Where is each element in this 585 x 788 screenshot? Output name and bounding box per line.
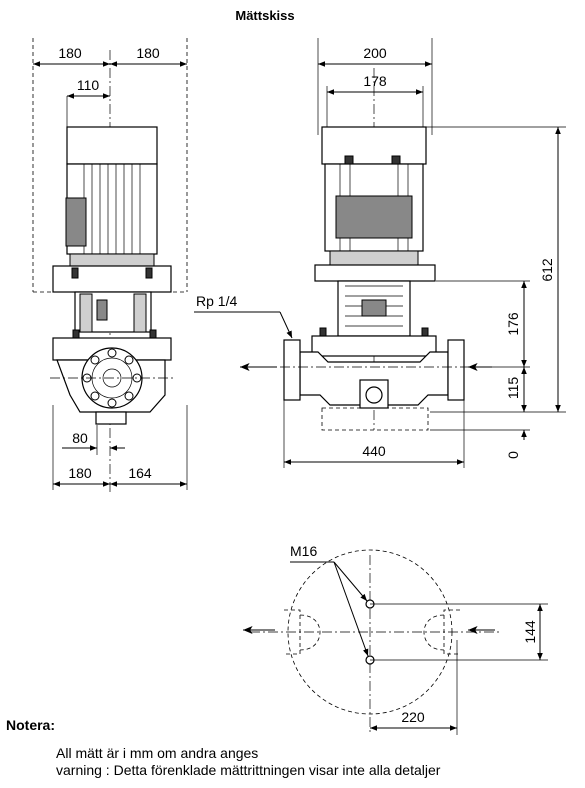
side-terminal-box: [335, 195, 413, 239]
dim-base: 0: [505, 451, 521, 459]
dim-front-top-right: 180: [136, 45, 160, 61]
side-motor-flange: [314, 264, 436, 282]
dim-side-width-inner: 178: [363, 73, 387, 89]
side-view: 200 178: [194, 38, 566, 468]
side-pump-head: [311, 335, 437, 357]
base-view: M16 144 220: [243, 543, 548, 735]
notes-line-2: varning : Detta förenklade mättrittninge…: [56, 762, 441, 778]
dim-front-bottom-right: 164: [128, 465, 152, 481]
dim-front-bottom-left: 180: [68, 465, 92, 481]
side-motor-cap: [321, 126, 427, 165]
dim-bolt-spacing: 144: [522, 620, 538, 644]
drawing-title: Mättskiss: [235, 8, 294, 23]
port-label: Rp 1/4: [196, 293, 237, 309]
front-view: 180 180 110: [32, 38, 188, 495]
inlet-flange: [283, 339, 301, 401]
bolt-label: M16: [290, 543, 317, 559]
dim-front-offset: 80: [72, 430, 88, 446]
notes-line-1: All mätt är i mm om andra anges: [56, 745, 259, 761]
notes-heading: Notera:: [6, 717, 56, 733]
motor-cap: [66, 126, 158, 165]
terminal-box: [65, 197, 87, 247]
dim-port-to-port: 440: [362, 443, 386, 459]
dim-front-top-left: 180: [58, 45, 82, 61]
motor-flange: [52, 265, 172, 293]
dim-bolt-distance: 220: [401, 709, 425, 725]
dim-pump-height: 176: [505, 312, 521, 336]
outlet-flange: [447, 339, 465, 401]
dim-total-height: 612: [539, 258, 555, 282]
dim-front-half-width: 110: [77, 77, 100, 93]
dim-side-width-outer: 200: [363, 45, 387, 61]
dim-center-height: 115: [505, 377, 521, 400]
